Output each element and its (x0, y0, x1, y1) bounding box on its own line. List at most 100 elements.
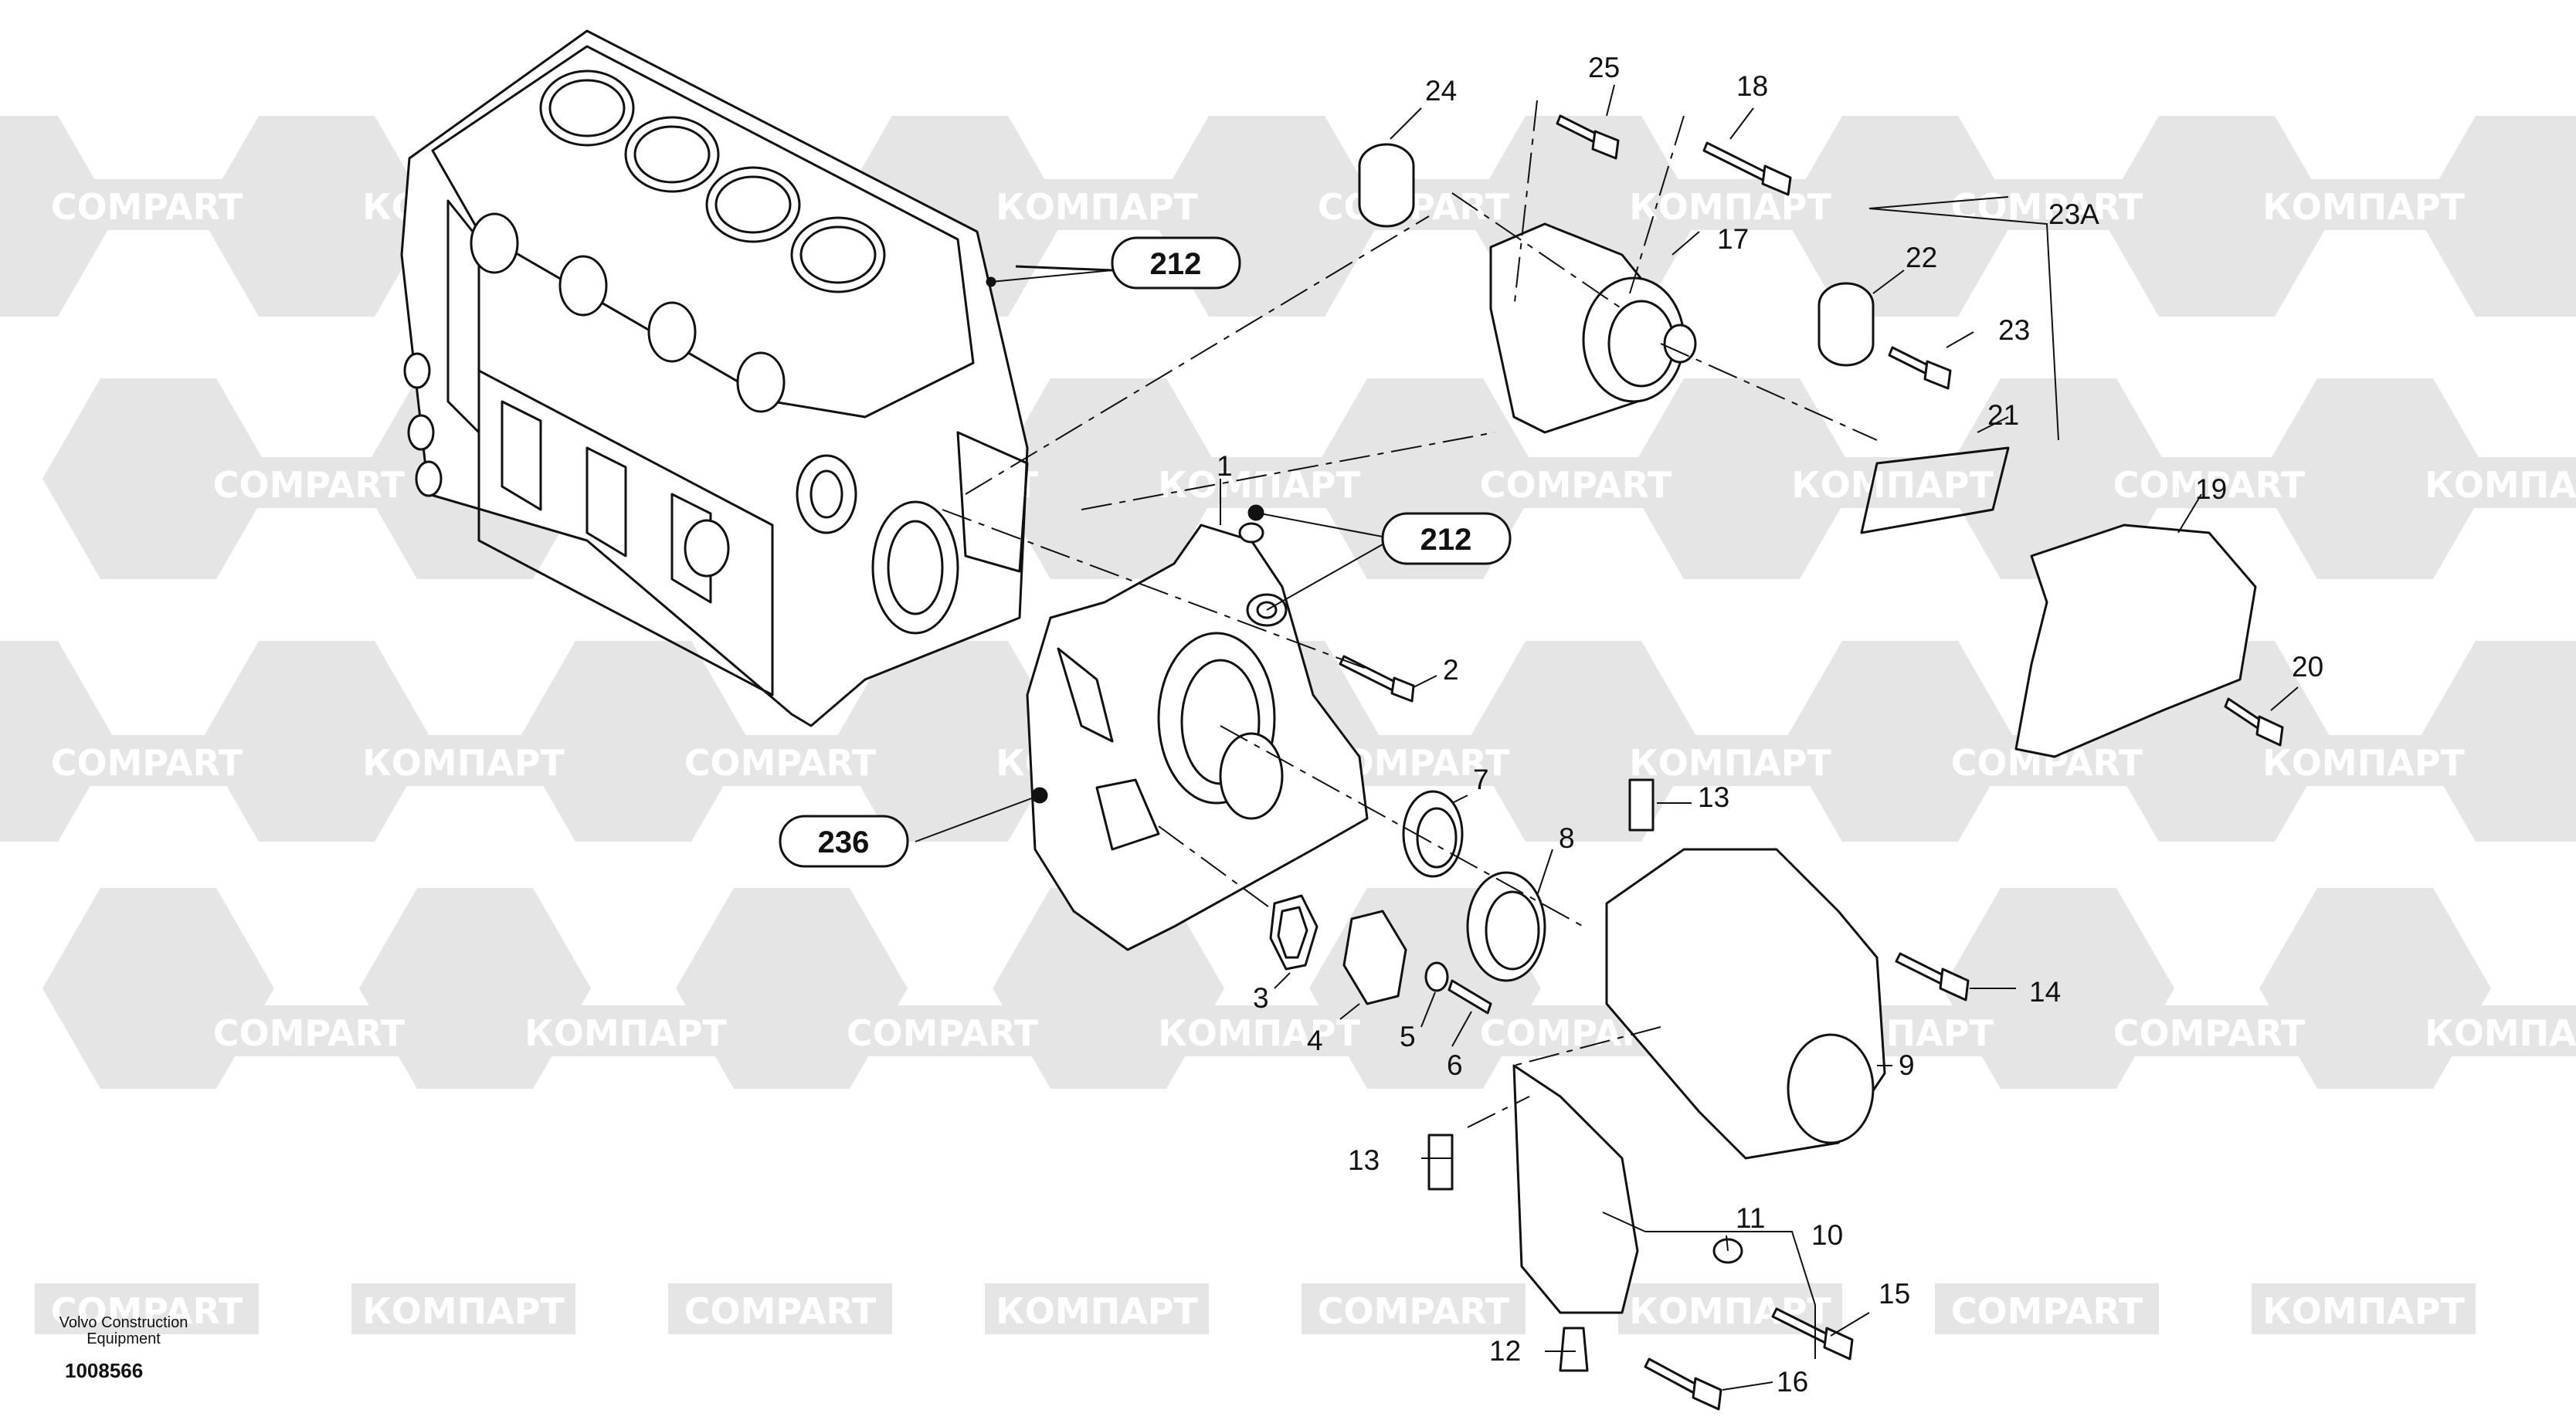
callout-25: 25 (1588, 52, 1620, 83)
callout-labels: 1 2 3 4 5 6 7 8 9 10 11 12 13 13 14 15 1… (1217, 52, 2323, 1398)
brand-line-1: Volvo Construction (59, 1314, 188, 1331)
watermark-band (1302, 1283, 1526, 1334)
watermark-text: COMPART (1951, 186, 2143, 228)
watermark-text: COMPART (1951, 1290, 2143, 1332)
watermark-text: КОМПАРТ (996, 1290, 1198, 1332)
callout-9: 9 (1899, 1049, 1915, 1081)
ref-212-lower-label: 212 (1420, 523, 1472, 557)
watermark-hex (2259, 888, 2491, 1089)
watermark-text: COMPART (1480, 464, 1672, 506)
watermark-band (2252, 1283, 2476, 1334)
callout-11: 11 (1736, 1202, 1765, 1234)
watermark-hex (1784, 641, 2016, 842)
watermark-text: COMPART (213, 464, 406, 506)
watermark-band (35, 735, 259, 786)
watermark-band (2252, 735, 2476, 786)
watermark-text: COMPART (847, 1012, 1039, 1054)
watermark-text: COMPART (684, 1290, 877, 1332)
watermark-hex (1784, 116, 2016, 317)
callout-23a: 23A (2048, 198, 2099, 230)
watermark-text: КОМПАРТ (362, 742, 565, 784)
small-parts-drawing (1269, 655, 1546, 1015)
watermark-text: КОМПАРТ (1629, 742, 1831, 784)
watermark-band (1147, 457, 1371, 508)
watermark-text: КОМПАРТ (1158, 464, 1360, 506)
watermark-text: КОМПАРТ (362, 1290, 565, 1332)
watermark-hex (676, 888, 908, 1089)
watermark-band (985, 1283, 1209, 1334)
watermark-text: COMPART (1318, 1290, 1510, 1332)
watermark-text: КОМПАРТ (524, 1012, 727, 1054)
watermark-text: COMPART (213, 1012, 406, 1054)
watermark-text: КОМПАРТ (2425, 1012, 2576, 1054)
watermark-band (1780, 457, 2004, 508)
watermark-hex (2101, 116, 2333, 317)
watermark-band (2414, 1005, 2576, 1056)
callout-23: 23 (1998, 314, 2030, 346)
watermark-layer: COMPART КОМПАРТ COMPART КОМПАРТ COMPART КОМПА… (0, 116, 2576, 1334)
callout-22: 22 (1906, 242, 1937, 273)
watermark-hex (518, 641, 749, 842)
ref-bubble-236[interactable]: 236 (779, 815, 909, 868)
watermark-band (351, 1283, 575, 1334)
watermark-band (2097, 1005, 2321, 1056)
watermark-band (985, 179, 1209, 230)
callout-18: 18 (1736, 70, 1768, 102)
callout-1: 1 (1217, 450, 1233, 482)
ref-212-upper-label: 212 (1150, 247, 1202, 281)
callout-3: 3 (1253, 982, 1269, 1014)
callout-5: 5 (1400, 1021, 1416, 1052)
watermark-hex (2259, 378, 2491, 579)
watermark-hex (2418, 641, 2576, 842)
watermark-band (2252, 179, 2476, 230)
callout-14: 14 (2029, 976, 2061, 1008)
callout-19: 19 (2195, 473, 2227, 505)
watermark-hex (359, 888, 591, 1089)
watermark-text: COMPART (684, 742, 877, 784)
callout-10: 10 (1811, 1219, 1843, 1251)
watermark-hex (2418, 116, 2576, 317)
watermark-band (514, 1005, 738, 1056)
watermark-text: КОМПАРТ (1629, 186, 1831, 228)
watermark-band (668, 1283, 892, 1334)
brand-line-2: Equipment (87, 1330, 161, 1347)
ref-bubble-212-lower[interactable]: 212 (1381, 512, 1512, 565)
watermark-text: COMPART (51, 186, 243, 228)
callout-24: 24 (1425, 75, 1457, 107)
watermark-band (35, 1283, 259, 1334)
watermark-text: КОМПАРТ (2262, 186, 2465, 228)
watermark-band (668, 735, 892, 786)
watermark-band (35, 179, 259, 230)
callout-8: 8 (1559, 822, 1575, 854)
watermark-band (1618, 735, 1842, 786)
watermark-hex (201, 641, 433, 842)
watermark-hex (201, 116, 433, 317)
callout-13-lower: 13 (1348, 1144, 1380, 1176)
reference-bubbles: 212 212 236 (779, 236, 1512, 868)
watermark-band (351, 735, 575, 786)
watermark-text: КОМПАРТ (2425, 464, 2576, 506)
watermark-text: КОМПАРТ (996, 186, 1198, 228)
callout-20: 20 (2292, 651, 2323, 683)
callout-16: 16 (1777, 1366, 1808, 1398)
watermark-band (197, 457, 421, 508)
ref-236-label: 236 (818, 825, 870, 859)
pump-bracket-drawing (1358, 114, 2284, 747)
callout-15: 15 (1879, 1278, 1910, 1310)
watermark-band (1935, 179, 2159, 230)
watermark-hex (42, 378, 274, 579)
callout-21: 21 (1987, 399, 2019, 431)
callout-17: 17 (1717, 223, 1749, 255)
watermark-band (2097, 457, 2321, 508)
engine-block-drawing (400, 29, 1029, 727)
timing-cover-drawing (1026, 504, 1369, 951)
drawing-number: 1008566 (65, 1359, 144, 1382)
watermark-text: КОМПАРТ (2262, 742, 2465, 784)
callout-4: 4 (1307, 1025, 1323, 1056)
ref-bubble-212-upper[interactable]: 212 (1111, 236, 1241, 290)
watermark-band (1935, 1283, 2159, 1334)
watermark-hex (1626, 378, 1858, 579)
leader-lines (915, 84, 2299, 1391)
brand-label: Volvo Construction Equipment (39, 1315, 209, 1347)
